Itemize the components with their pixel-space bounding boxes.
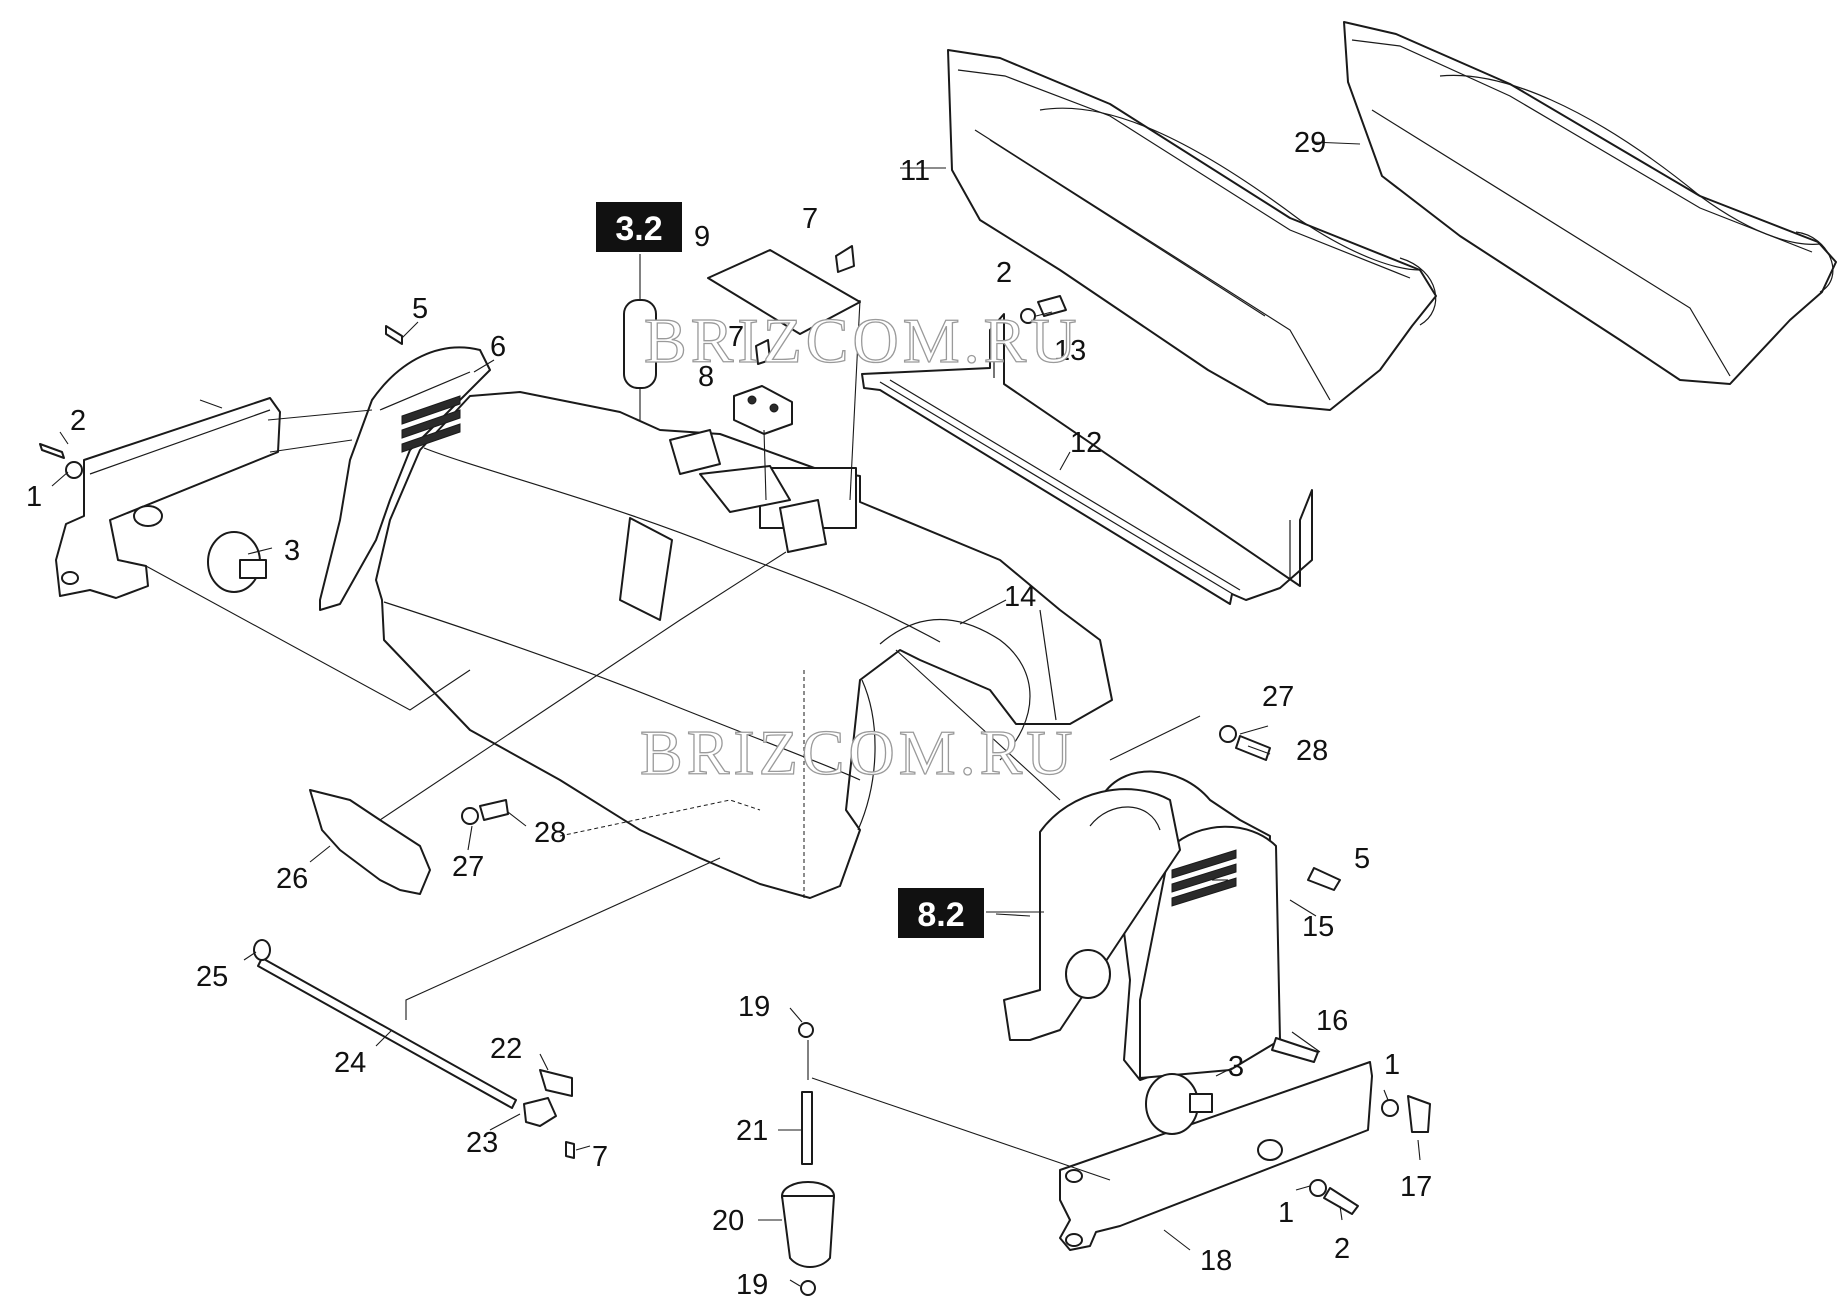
callout-8: 8 <box>698 361 714 393</box>
callout-1-c: 1 <box>1384 1049 1400 1081</box>
callout-20: 20 <box>712 1205 744 1237</box>
part-3-hub-right <box>1145 1073 1213 1135</box>
callout-17: 17 <box>1400 1171 1432 1203</box>
part-11-hood <box>947 49 1437 411</box>
reference-label-3-2: 3.2 <box>596 202 682 300</box>
part-26-bracket <box>309 789 431 895</box>
callout-13: 13 <box>1054 335 1086 367</box>
callout-19-b: 19 <box>736 1269 768 1301</box>
callout-7-a: 7 <box>802 203 818 235</box>
callout-19-a: 19 <box>738 991 770 1023</box>
part-8-terminal-block <box>733 385 793 435</box>
part-3-hub-left <box>207 531 267 593</box>
part-22-clip <box>539 1069 573 1097</box>
callout-28-b: 28 <box>534 817 566 849</box>
callout-23: 23 <box>466 1127 498 1159</box>
part-4-bracket <box>55 397 281 599</box>
callout-3-a: 3 <box>284 535 300 567</box>
callout-27-b: 27 <box>452 851 484 883</box>
callout-28-a: 28 <box>1296 735 1328 767</box>
callout-25: 25 <box>196 961 228 993</box>
callout-26: 26 <box>276 863 308 895</box>
part-6-end-cover <box>319 346 491 611</box>
callout-3-b: 3 <box>1228 1051 1244 1083</box>
callout-2-a: 2 <box>70 405 86 437</box>
callout-2-c: 2 <box>1334 1233 1350 1265</box>
callout-15: 15 <box>1302 911 1334 943</box>
reference-label-8-2-text: 8.2 <box>917 896 964 934</box>
callout-5-a: 5 <box>412 293 428 325</box>
part-15-end-cover <box>1003 770 1281 1081</box>
callout-18: 18 <box>1200 1245 1232 1277</box>
part-25-cap <box>253 939 271 961</box>
part-29-hood <box>1343 21 1837 385</box>
watermark-middle: BRIZCOM.RU <box>640 717 1077 788</box>
callout-24: 24 <box>334 1047 366 1079</box>
callout-16: 16 <box>1316 1005 1348 1037</box>
callout-6: 6 <box>490 331 506 363</box>
callout-1-b: 1 <box>1278 1197 1294 1229</box>
callout-29: 29 <box>1294 127 1326 159</box>
callout-9: 9 <box>694 221 710 253</box>
callout-leaders <box>51 141 1421 1287</box>
callout-22: 22 <box>490 1033 522 1065</box>
callout-2-b: 2 <box>996 257 1012 289</box>
part-24-rod <box>257 957 517 1109</box>
callout-7-b: 7 <box>728 321 744 353</box>
reference-label-3-2-text: 3.2 <box>615 210 662 248</box>
part-12-frame <box>861 313 1313 605</box>
callout-7-c: 7 <box>592 1141 608 1173</box>
callout-11: 11 <box>900 155 930 187</box>
callout-21: 21 <box>736 1115 768 1147</box>
part-18-bracket <box>1059 1061 1373 1251</box>
callout-5-b: 5 <box>1354 843 1370 875</box>
watermark-top: BRIZCOM.RU <box>644 305 1081 376</box>
callout-labels: 1 1 1 2 2 2 2 3 3 5 5 6 7 7 7 8 9 11 12 … <box>26 127 1432 1301</box>
hardware-parts <box>39 245 1431 1296</box>
part-20-roller <box>781 1181 835 1268</box>
part-23-elbow <box>523 1097 557 1127</box>
callout-12: 12 <box>1070 427 1102 459</box>
callout-14: 14 <box>1004 581 1036 613</box>
callout-1-a: 1 <box>26 481 42 513</box>
callout-27-a: 27 <box>1262 681 1294 713</box>
assembly-lines <box>145 299 1201 1181</box>
part-14-housing <box>375 391 1113 899</box>
part-21-pin <box>801 1091 813 1165</box>
reference-label-8-2: 8.2 <box>898 888 1044 938</box>
